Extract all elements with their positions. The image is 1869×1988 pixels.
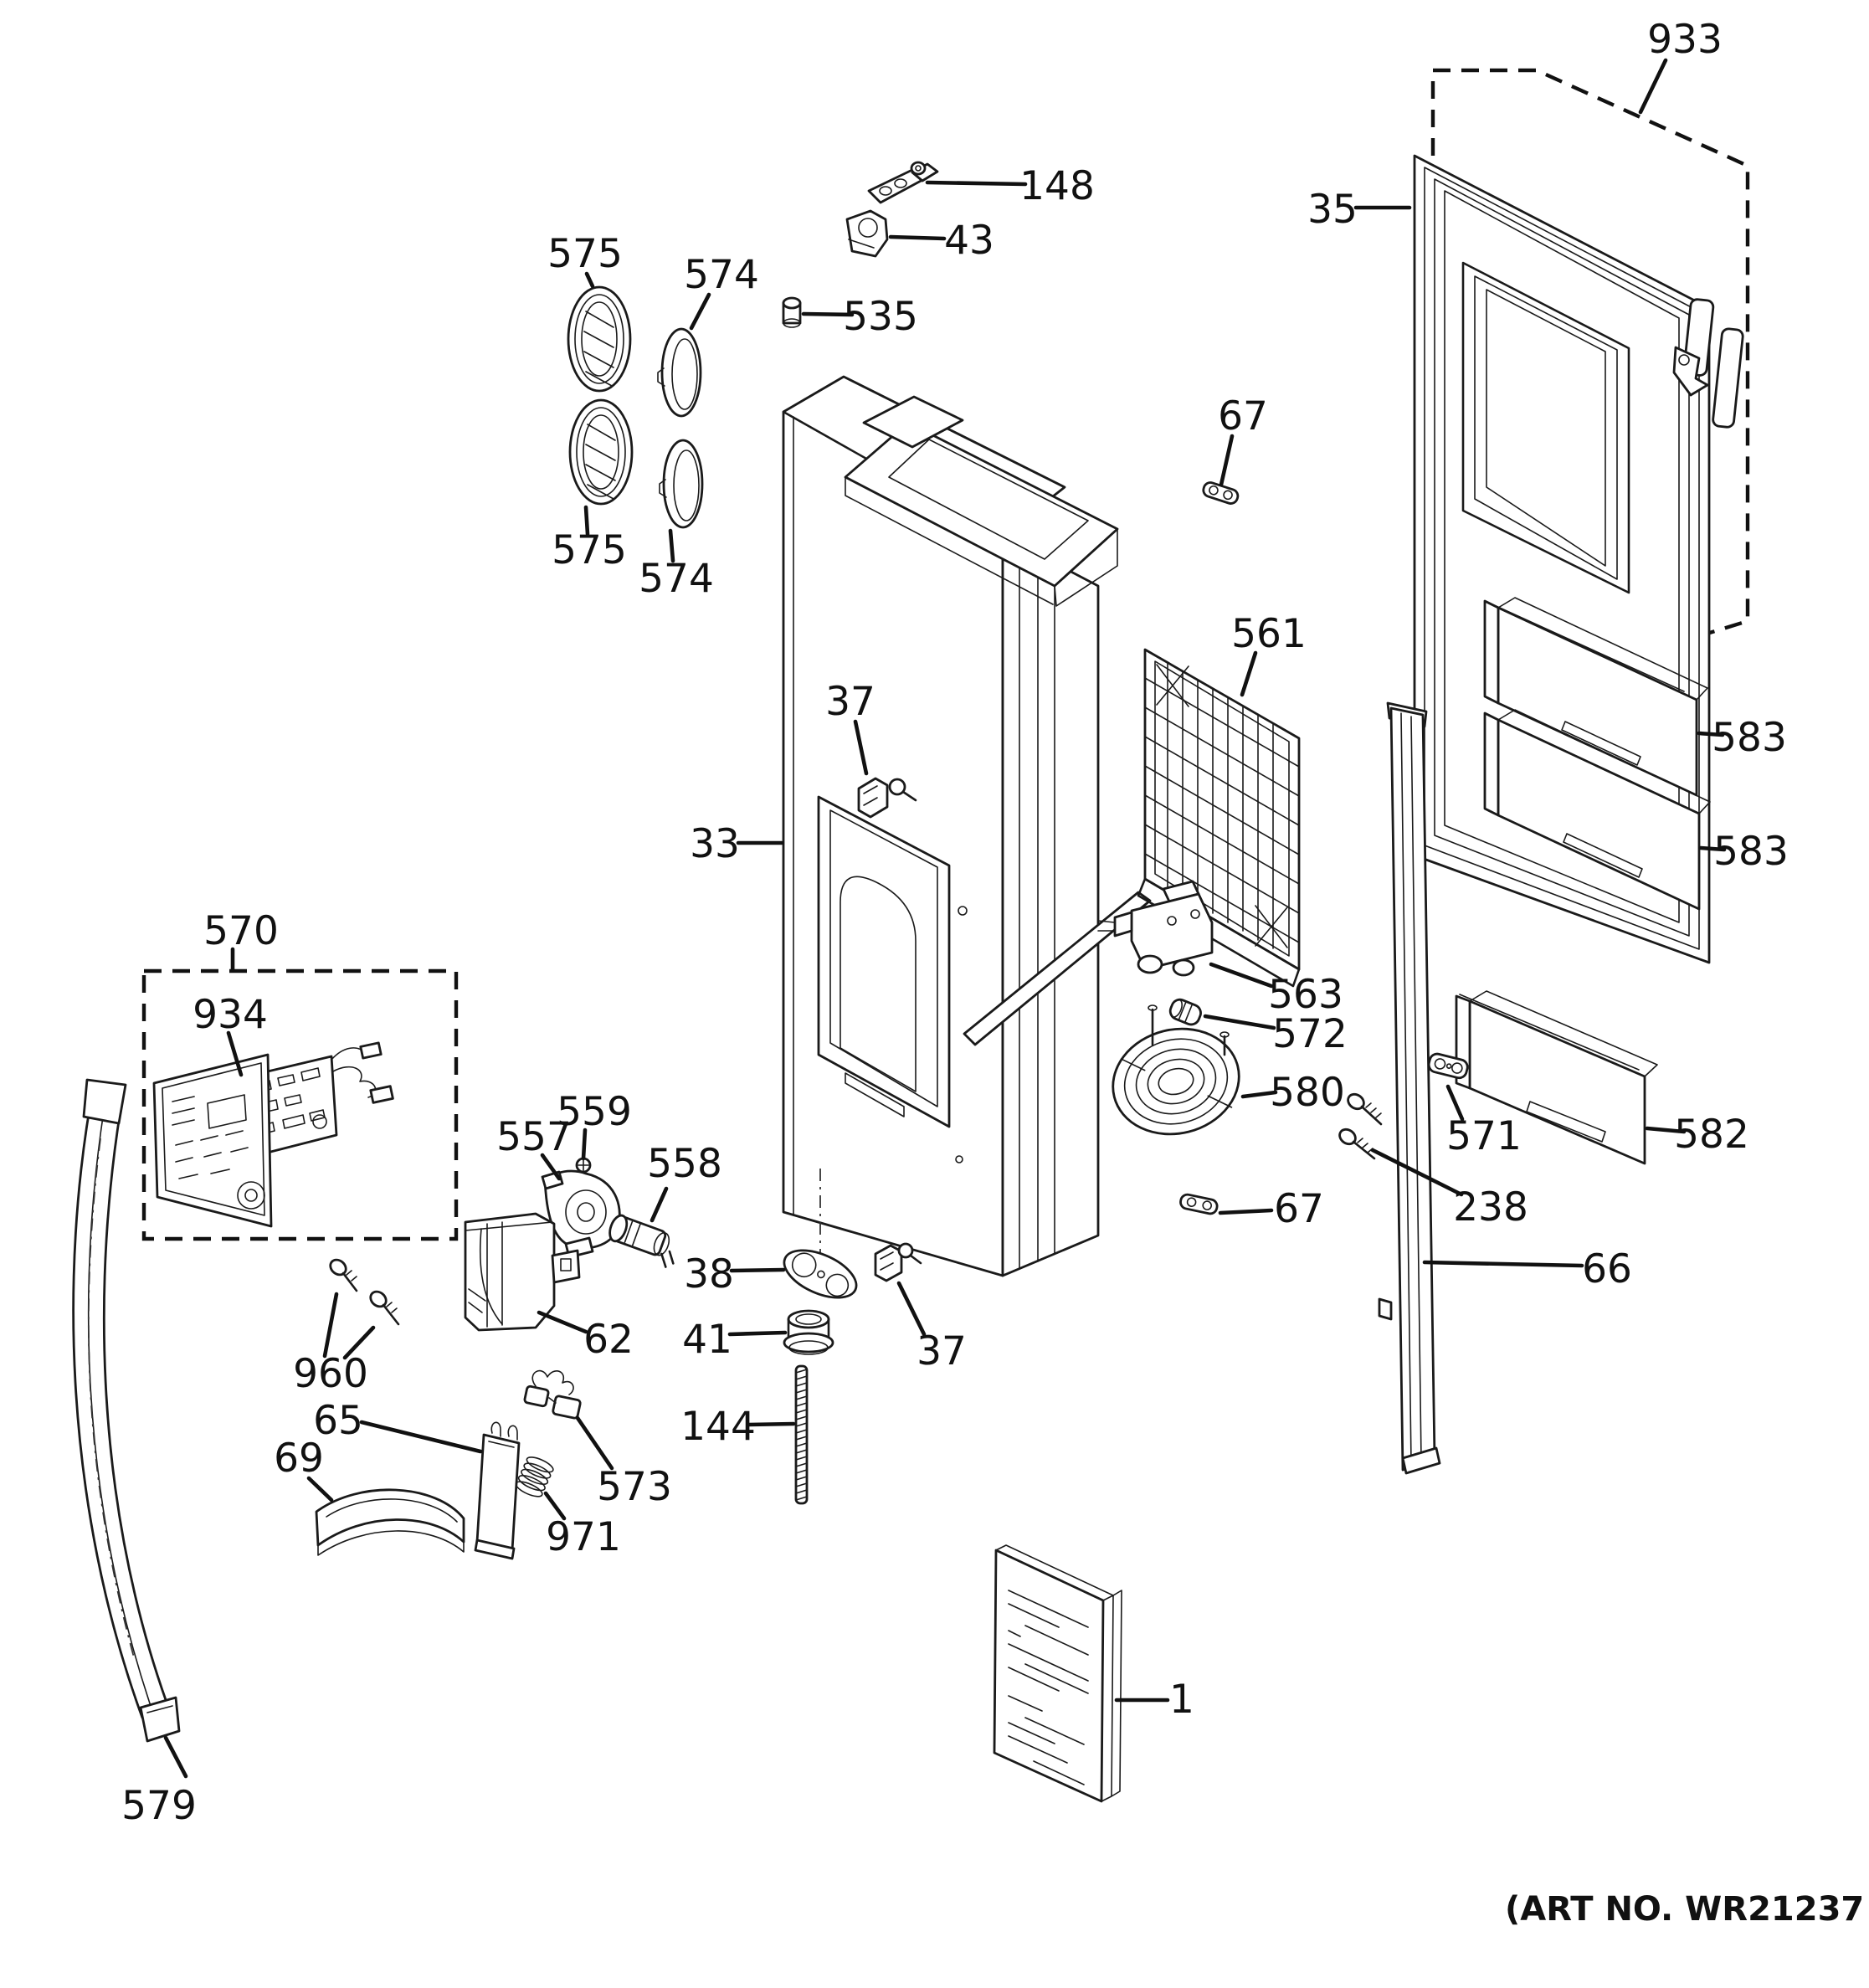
part-label-574-upper: 574 (684, 252, 759, 298)
plate-65 (474, 1421, 521, 1560)
part-label-35: 35 (1307, 187, 1358, 233)
screws-960 (329, 1258, 400, 1326)
vent-575-lower (568, 398, 634, 506)
part-label-563: 563 (1268, 972, 1343, 1018)
part-label-934: 934 (193, 992, 268, 1038)
solenoid-558 (608, 1214, 675, 1268)
art-number: (ART NO. WR21237 C11 (1505, 1890, 1869, 1929)
bearing-41 (783, 1309, 834, 1355)
part-label-574-lower: 574 (639, 556, 714, 602)
coupling-572 (1168, 998, 1202, 1026)
part-label-238: 238 (1453, 1184, 1528, 1230)
dispenser-door-33 (782, 375, 1119, 1277)
part-label-571: 571 (1446, 1113, 1522, 1159)
harness-573 (523, 1369, 582, 1420)
dispenser-control-panel (152, 1053, 273, 1228)
door-gasket-66 (1378, 701, 1441, 1475)
part-label-535: 535 (843, 294, 918, 340)
part-label-559: 559 (557, 1089, 632, 1135)
dashed-boundary-570 (141, 968, 459, 1241)
part-label-38: 38 (684, 1251, 734, 1297)
part-label-580: 580 (1270, 1070, 1345, 1116)
dashed-boundary-933 (1430, 68, 1750, 664)
part-label-582: 582 (1674, 1112, 1749, 1158)
part-label-579: 579 (121, 1783, 197, 1829)
vent-575-upper (567, 285, 632, 393)
bracket-571 (1427, 1052, 1469, 1080)
part-label-148: 148 (1019, 163, 1095, 209)
part-label-33: 33 (690, 821, 740, 867)
door-bin-583-upper (1483, 597, 1708, 797)
leader-lines (163, 58, 1727, 1779)
door-handle-579 (72, 1078, 181, 1743)
clip-37-lower (874, 1242, 922, 1282)
bracket-67-top (1202, 481, 1240, 505)
part-label-583-lower: 583 (1713, 829, 1789, 875)
cam-43 (845, 209, 889, 258)
tray-69 (315, 1488, 465, 1556)
part-label-575-upper: 575 (547, 231, 623, 277)
part-label-66: 66 (1582, 1246, 1632, 1292)
bracket-67-lower (1179, 1193, 1219, 1215)
callout-labels: 933 35 148 43 535 575 574 575 574 67 37 … (121, 17, 1789, 1829)
cover-574-lower (659, 439, 704, 529)
part-label-62: 62 (583, 1317, 634, 1363)
clip-37-upper (857, 777, 917, 819)
threaded-rod-144 (794, 1364, 809, 1505)
part-label-971: 971 (546, 1514, 621, 1560)
part-label-558: 558 (647, 1141, 722, 1187)
water-valve-563 (1097, 880, 1214, 977)
owners-manual-1 (993, 1544, 1122, 1803)
part-label-37-lower: 37 (917, 1328, 967, 1374)
part-label-37-upper: 37 (825, 679, 875, 725)
part-label-583-upper: 583 (1712, 715, 1787, 761)
water-tank-coil-580 (1112, 1027, 1240, 1136)
hinge-pin-148 (867, 161, 939, 204)
part-label-41: 41 (682, 1317, 732, 1363)
part-label-67-lower: 67 (1274, 1186, 1324, 1232)
water-tank-tubes (1148, 1004, 1230, 1056)
part-label-1: 1 (1169, 1677, 1194, 1723)
part-label-69: 69 (274, 1436, 324, 1482)
part-label-557: 557 (496, 1114, 572, 1160)
bucket-62 (464, 1212, 581, 1332)
part-label-933: 933 (1647, 17, 1723, 63)
part-label-575-lower: 575 (552, 527, 627, 573)
door-bin-583-lower (1483, 709, 1711, 911)
plug-535 (782, 296, 802, 328)
part-label-67-top: 67 (1218, 393, 1268, 439)
part-label-561: 561 (1231, 611, 1307, 657)
funnel-38 (783, 1249, 858, 1299)
part-label-65: 65 (313, 1398, 363, 1444)
part-label-43: 43 (944, 218, 994, 264)
screws-238 (1338, 1092, 1383, 1160)
part-label-570: 570 (203, 908, 279, 954)
part-label-960: 960 (293, 1351, 368, 1397)
part-label-572: 572 (1272, 1011, 1348, 1057)
part-label-144: 144 (680, 1404, 756, 1450)
cover-574-upper (657, 327, 702, 418)
part-label-573: 573 (597, 1464, 672, 1510)
spring-971 (515, 1456, 554, 1497)
